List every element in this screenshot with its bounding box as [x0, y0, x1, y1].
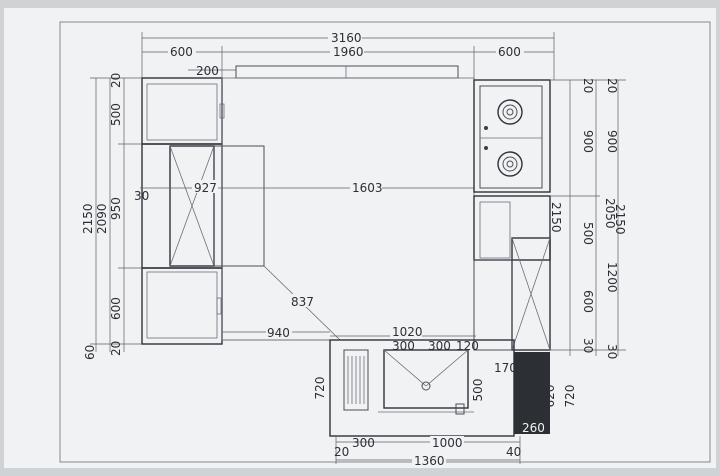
dim-left-30: 30	[134, 189, 149, 203]
dim-left-950: 950	[109, 197, 123, 220]
dim-r-900a: 900	[581, 130, 595, 153]
dim-left-inner: 2090	[95, 203, 109, 234]
faucet-icon	[455, 403, 465, 415]
label-bg	[168, 45, 196, 58]
dishwasher-rack-icon	[347, 356, 365, 404]
dim-r-2150a: 2150	[549, 202, 563, 233]
label-bg	[412, 454, 446, 467]
tall-x2	[511, 237, 551, 351]
label-bg	[330, 45, 364, 58]
knob-icon	[484, 146, 488, 150]
dim-r-30b: 30	[605, 344, 619, 359]
dim-left-600: 600	[109, 297, 123, 320]
dim-left-20-bot: 20	[109, 341, 123, 356]
label-bg	[496, 45, 524, 58]
dim-notch: 200	[196, 64, 219, 78]
dim-bot-300: 300	[352, 436, 375, 450]
dim-r-20a: 20	[581, 78, 595, 93]
label-bg	[290, 294, 316, 307]
dim-top-total: 3160	[331, 31, 362, 45]
dim-r-2150b: 2150	[613, 204, 627, 235]
dim-sink-120: 120	[456, 339, 479, 353]
label-bg	[328, 31, 362, 44]
dim-sink-170: 170	[494, 361, 517, 375]
dim-bot-40: 40	[506, 445, 521, 459]
dim-bot-1000: 1000	[432, 436, 463, 450]
dim-940: 940	[267, 326, 290, 340]
left-cabinet-handle-2	[216, 297, 222, 315]
dim-bot-20: 20	[334, 445, 349, 459]
dim-r-1200: 1200	[605, 262, 619, 293]
label-bg	[350, 180, 382, 193]
island-block	[213, 145, 265, 267]
dim-diag-837: 837	[291, 295, 314, 309]
sink-basin	[383, 349, 469, 409]
right-cabinet-mid-inner	[479, 201, 511, 259]
paper-border	[59, 21, 711, 463]
dim-bot-1360: 1360	[414, 454, 445, 468]
sink-x1	[383, 349, 427, 387]
label-bg	[266, 325, 292, 338]
dim-sink-300a: 300	[392, 339, 415, 353]
dim-r-600a: 600	[581, 290, 595, 313]
dim-left-500: 500	[109, 103, 123, 126]
dim-sink-500: 500	[471, 379, 485, 402]
dim-sink-720: 720	[313, 377, 327, 400]
cooktop-panel	[479, 85, 543, 189]
sink-drain-icon	[421, 381, 431, 391]
label-bg	[192, 180, 218, 193]
right-cabinet-lower	[473, 259, 513, 351]
sink-x2	[425, 349, 469, 387]
dishwasher-unit	[343, 349, 369, 411]
left-cabinet-upper-inner	[146, 83, 218, 141]
dim-top-mid: 1960	[333, 45, 364, 59]
dim-r-30a: 30	[581, 338, 595, 353]
dim-sink-260: 260	[522, 421, 545, 435]
right-cooktop-cabinet	[473, 79, 551, 193]
dim-r-20b: 20	[605, 78, 619, 93]
dim-top-right: 600	[498, 45, 521, 59]
label-bg	[430, 436, 464, 449]
dim-left-20-top: 20	[109, 73, 123, 88]
dim-left-outer: 2150	[81, 203, 95, 234]
dim-island-927: 927	[194, 181, 217, 195]
dim-r-900b: 900	[605, 130, 619, 153]
label-bg	[390, 324, 422, 337]
dim-r-2050: 2050	[603, 198, 617, 229]
dim-span-1603: 1603	[352, 181, 383, 195]
dim-1020: 1020	[392, 325, 423, 339]
tall-unit-x2	[169, 145, 215, 267]
dim-top-left: 600	[170, 45, 193, 59]
dim-sink-300b: 300	[428, 339, 451, 353]
dim-sink-720b: 720	[563, 385, 577, 408]
dark-column	[514, 352, 550, 434]
dim-r-500a: 500	[581, 222, 595, 245]
knob-icon	[484, 126, 488, 130]
burner-2-icon	[497, 151, 523, 177]
burner-1-icon	[497, 99, 523, 125]
dim-left-60: 60	[83, 345, 97, 360]
